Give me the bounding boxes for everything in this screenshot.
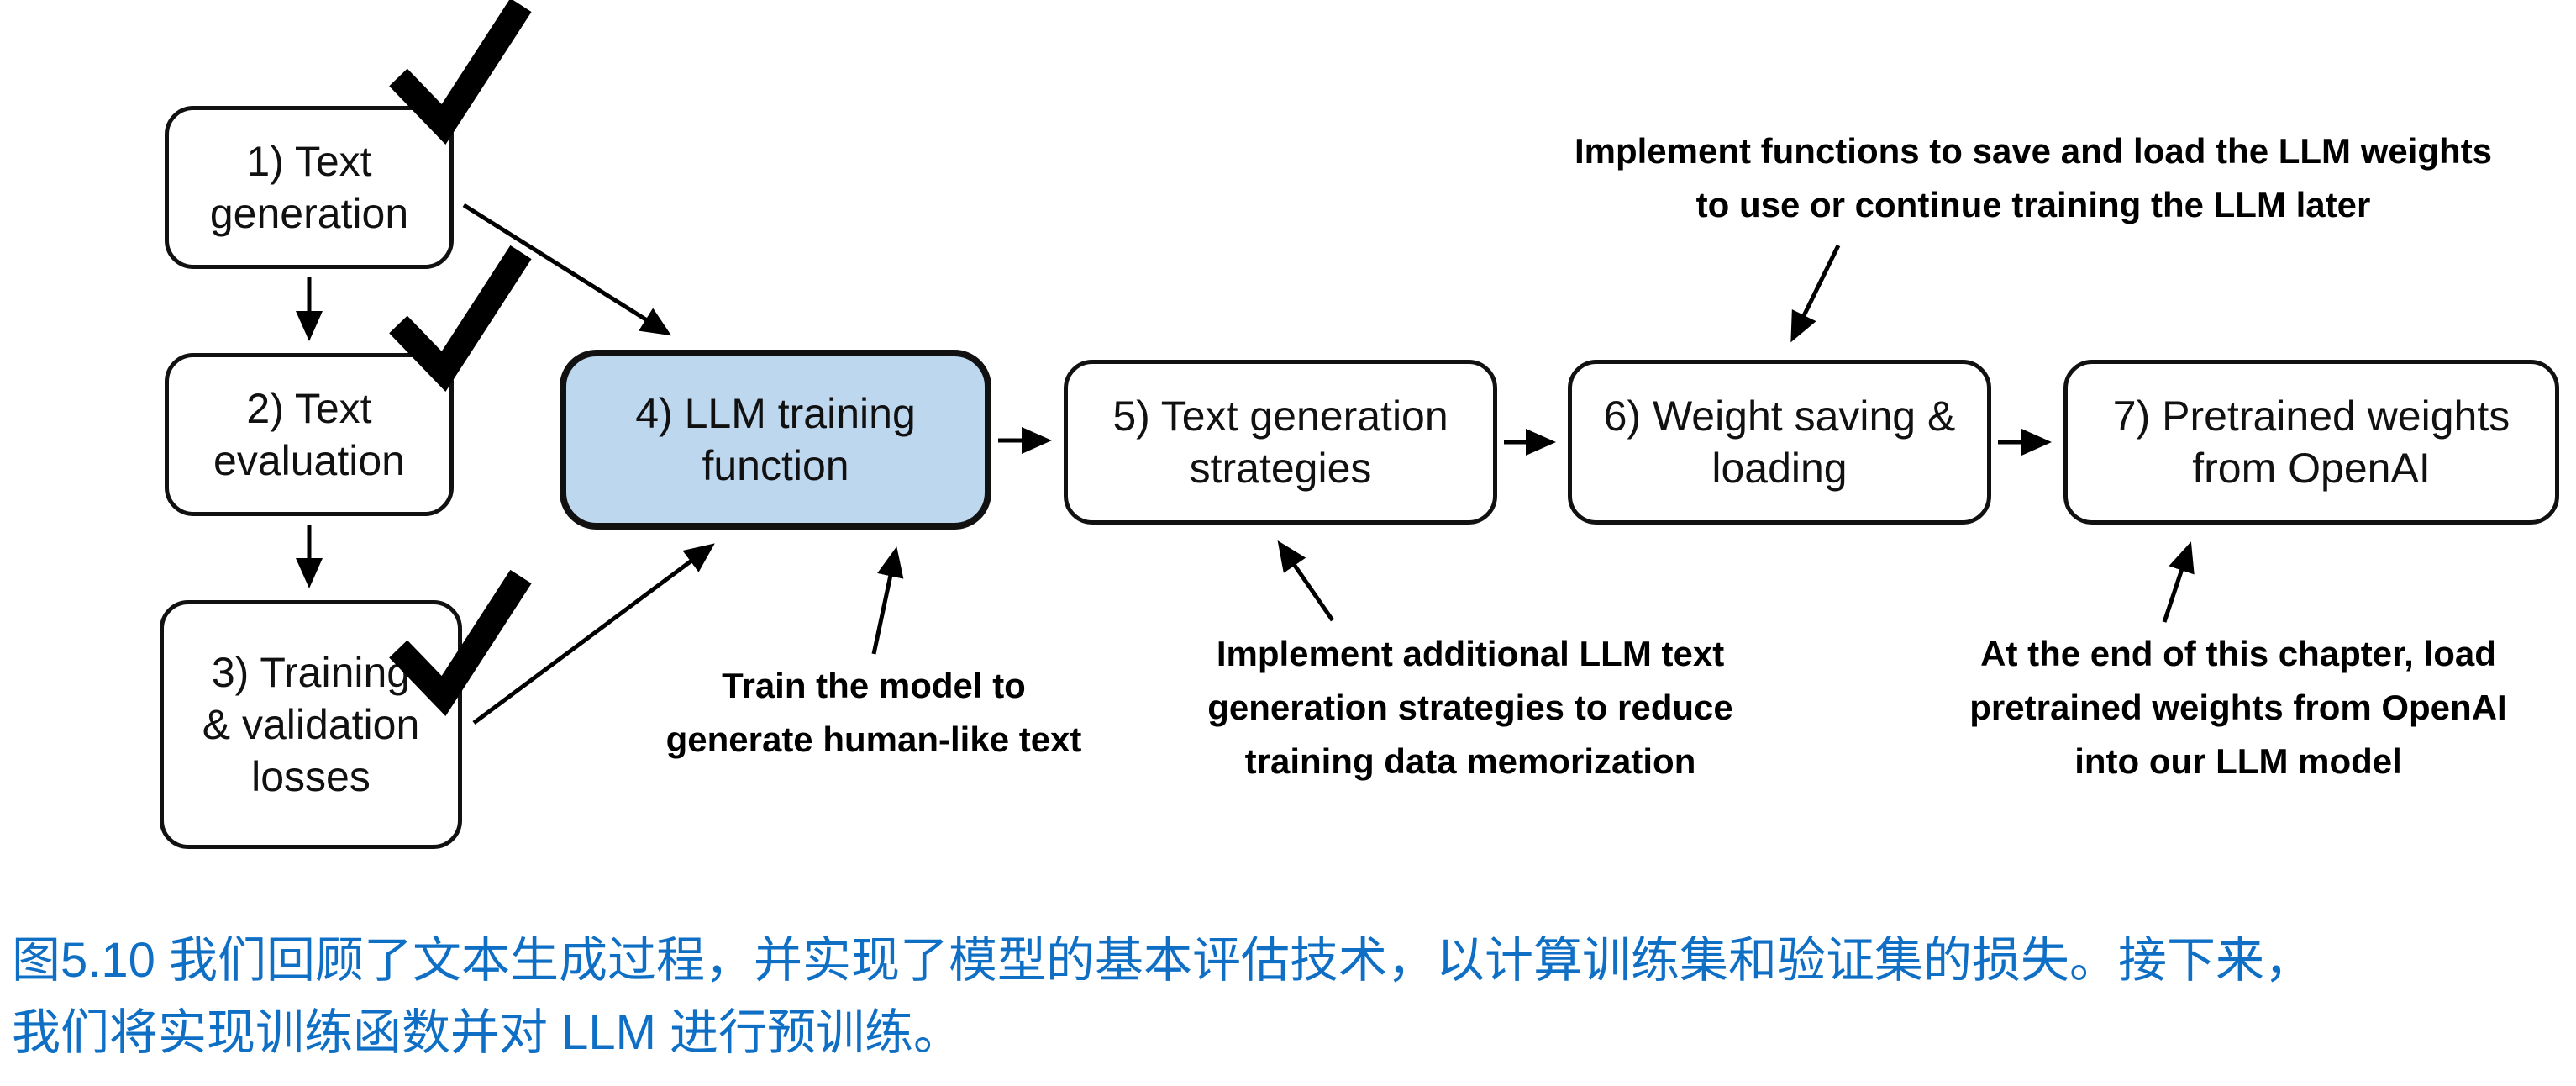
- arrow-strategies-annotation-to-box5: [1277, 540, 1335, 622]
- flow-box-text-evaluation: 2) Text evaluation: [165, 353, 454, 516]
- flow-box-training-validation-losses: 3) Training & validation losses: [160, 600, 462, 849]
- box-label: 6) Weight saving & loading: [1603, 393, 1956, 492]
- flow-box-llm-training-function: 4) LLM training function: [560, 350, 991, 530]
- flow-box-pretrained-weights-openai: 7) Pretrained weights from OpenAI: [2063, 360, 2559, 525]
- caption-line: 图5.10 我们回顾了文本生成过程，并实现了模型的基本评估技术，以计算训练集和验…: [12, 933, 2314, 988]
- arrow-openai-annotation-to-box7: [2162, 541, 2195, 623]
- box-label: 2) Text evaluation: [213, 385, 405, 484]
- flow-box-text-generation-strategies: 5) Text generation strategies: [1064, 360, 1497, 525]
- box-label: 4) LLM training function: [635, 390, 916, 489]
- annotation-openai-weights: At the end of this chapter, load pretrai…: [1969, 634, 2507, 781]
- annotation-save-load-weights: Implement functions to save and load the…: [1574, 131, 2493, 224]
- caption-line: 我们将实现训练函数并对 LLM 进行预训练。: [12, 1005, 963, 1060]
- flow-box-weight-saving-loading: 6) Weight saving & loading: [1568, 360, 1991, 525]
- box-label: 5) Text generation strategies: [1112, 393, 1448, 492]
- annotation-train-model: Train the model to generate human-like t…: [665, 666, 1082, 759]
- box-label: 1) Text generation: [209, 138, 409, 237]
- flow-box-text-generation: 1) Text generation: [165, 106, 454, 269]
- figure-caption: 图5.10 我们回顾了文本生成过程，并实现了模型的基本评估技术，以计算训练集和验…: [12, 925, 2566, 1069]
- arrow-train-annotation-to-box4: [871, 546, 904, 655]
- annotation-generation-strategies: Implement additional LLM text generation…: [1207, 634, 1733, 781]
- box-label: 3) Training & validation losses: [202, 649, 420, 800]
- box-label: 7) Pretrained weights from OpenAI: [2112, 393, 2510, 492]
- arrow-box1-to-box4: [462, 203, 672, 336]
- arrow-save-annotation-to-box6: [1790, 244, 1841, 343]
